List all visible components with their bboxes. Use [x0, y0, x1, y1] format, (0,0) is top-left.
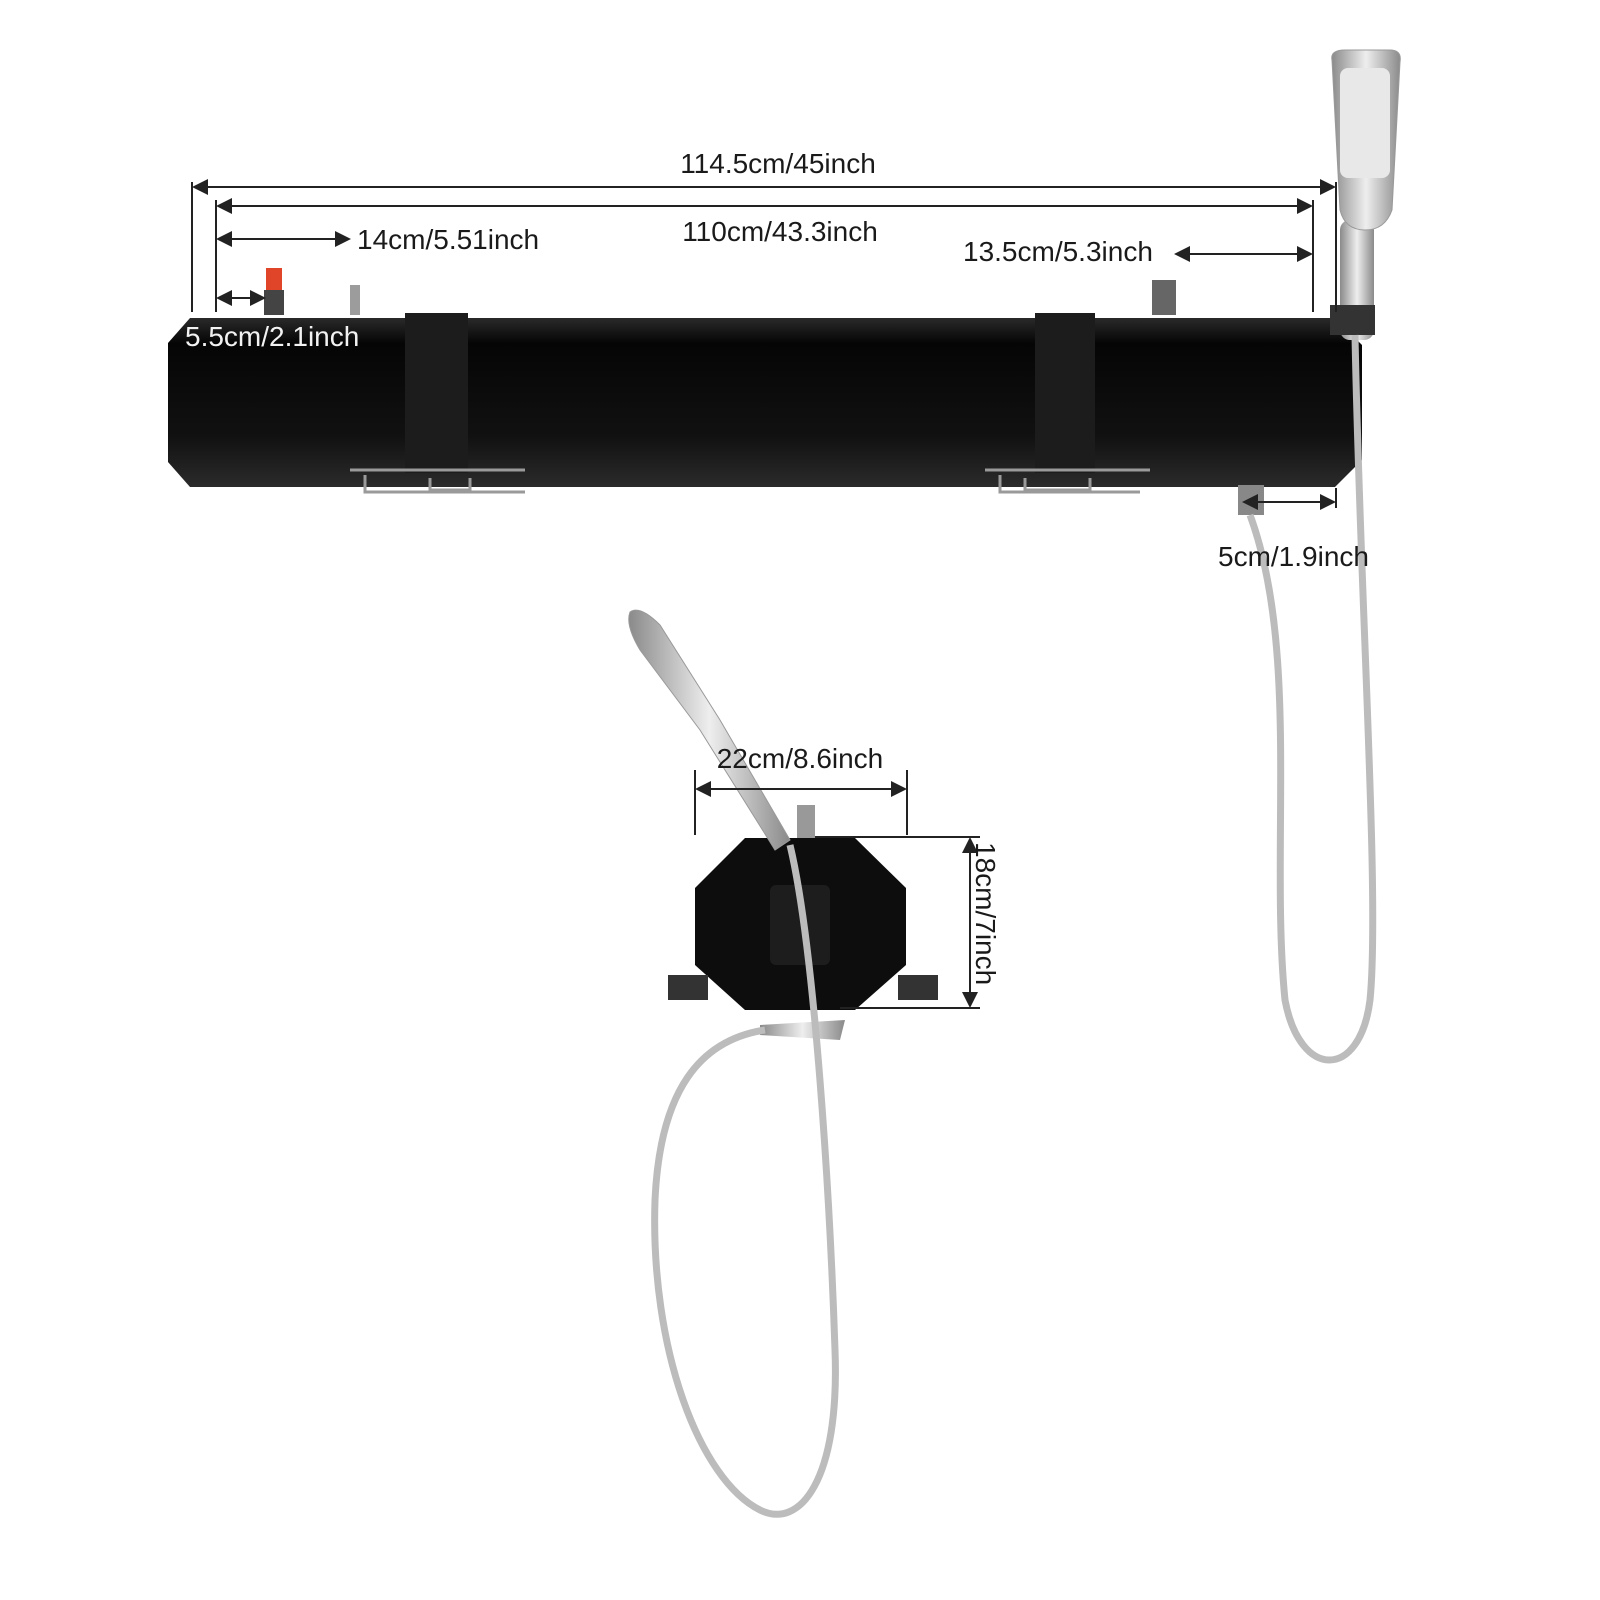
tank-length-label: 110cm/43.3inch — [682, 216, 878, 247]
shower-hose-top — [1246, 334, 1377, 1064]
mounting-bracket-right — [985, 468, 1150, 494]
bottom-outlet — [1238, 485, 1264, 515]
mounting-strap-right — [1035, 313, 1095, 473]
valve-offset-label: 5.5cm/2.1inch — [185, 321, 359, 352]
bottom-outlet-offset-label: 5cm/1.9inch — [1218, 541, 1369, 572]
shower-head-top — [1330, 49, 1401, 340]
inlet-offset-label: 14cm/5.51inch — [357, 224, 539, 255]
end-outlet-valve — [760, 1020, 845, 1040]
width-label: 22cm/8.6inch — [717, 743, 884, 774]
water-inlet-connector — [1152, 280, 1176, 315]
end-bracket-right — [898, 975, 938, 1000]
handheld-shower-head — [628, 609, 791, 851]
mounting-strap-left — [405, 313, 468, 473]
pressure-valve — [264, 268, 284, 315]
end-bracket-left — [668, 975, 708, 1000]
overall-length-label: 114.5cm/45inch — [680, 148, 876, 179]
shower-hose-bottom — [651, 844, 839, 1518]
shower-tank — [168, 268, 1362, 515]
outlet-offset-label: 13.5cm/5.3inch — [963, 236, 1153, 267]
mounting-bracket-left — [350, 468, 525, 494]
end-top-fitting — [797, 805, 815, 838]
inlet-fitting — [350, 285, 360, 315]
height-label: 18cm/7inch — [970, 842, 1001, 985]
